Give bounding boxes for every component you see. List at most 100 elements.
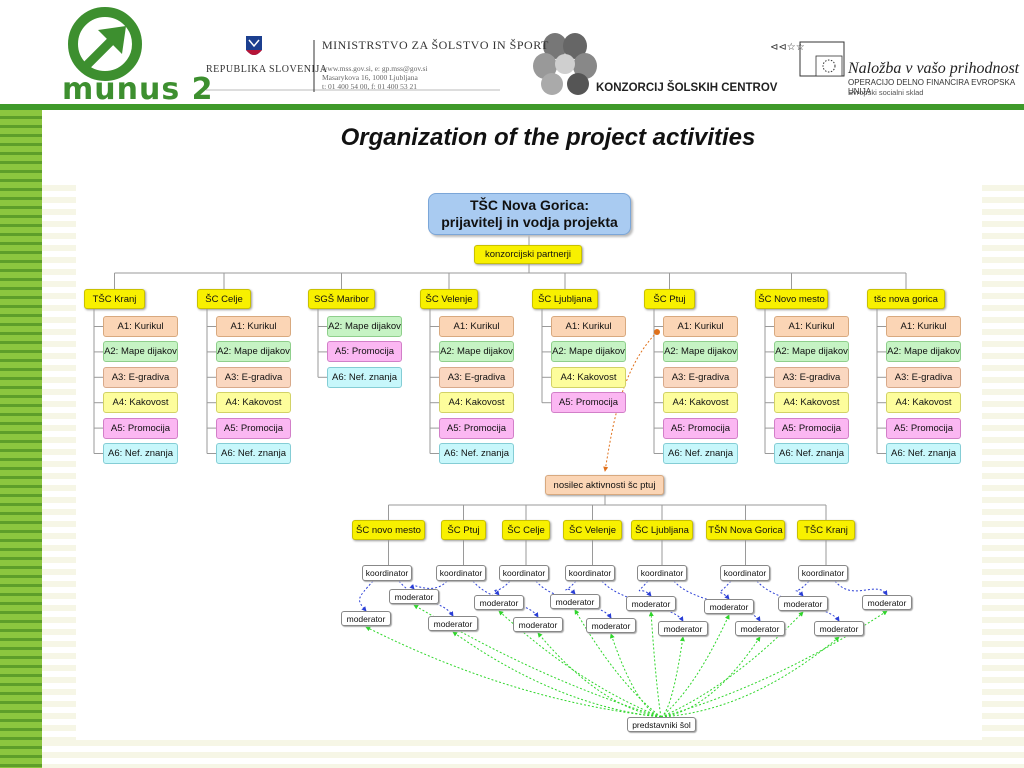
predstavniki-arrow — [365, 626, 662, 718]
activity-box: A1: Kurikul — [103, 316, 178, 337]
activity-box: A1: Kurikul — [551, 316, 626, 337]
moderator-arrow — [493, 580, 511, 596]
bottom-school-box: ŠC Ljubljana — [631, 520, 693, 540]
header-graphics: ⊲⊲☆☆ — [68, 7, 845, 95]
bottom-school-box: TŠC Kranj — [797, 520, 855, 540]
moderator-arrow — [638, 580, 652, 597]
activity-box: A1: Kurikul — [774, 316, 849, 337]
activity-box: A3: E-gradiva — [886, 366, 961, 388]
activity-box: A2: Mape dijakov — [663, 341, 738, 363]
moderator-box: moderator — [341, 611, 391, 626]
school-box: tšc nova gorica — [867, 289, 945, 309]
bottom-school-box: TŠN Nova Gorica — [706, 520, 785, 540]
school-box: ŠC Velenje — [420, 289, 478, 309]
koordinator-box: koordinator — [499, 565, 549, 581]
nosilec-box: nosilec aktivnosti šc ptuj — [545, 475, 664, 495]
activity-box: A3: E-gradiva — [216, 366, 291, 388]
moderator-arrow — [719, 580, 732, 600]
moderator-box: moderator — [550, 594, 600, 609]
moderator-arrow — [565, 580, 577, 595]
activity-box: A3: E-gradiva — [439, 366, 514, 388]
activity-box: A6: Nef. znanja — [327, 366, 402, 388]
munus-logo-icon — [68, 7, 142, 81]
activity-box: A2: Mape dijakov — [439, 341, 514, 363]
predstavniki-arrow — [413, 604, 662, 718]
moderator-box: moderator — [735, 621, 785, 636]
koordinator-box: koordinator — [362, 565, 412, 581]
activity-box: A3: E-gradiva — [103, 366, 178, 388]
predstavniki-arrow — [452, 631, 662, 718]
republika-label: REPUBLIKA SLOVENIJA — [206, 64, 328, 75]
ptuj-link-dot — [654, 329, 660, 335]
predstavniki-box: predstavniki šol — [627, 717, 696, 732]
school-box: ŠC Ptuj — [644, 289, 695, 309]
moderator-box: moderator — [862, 595, 912, 610]
school-box: ŠC Novo mesto — [755, 289, 828, 309]
activity-box: A2: Mape dijakov — [886, 341, 961, 363]
predstavniki-arrow — [660, 614, 730, 718]
activity-box: A5: Promocija — [886, 417, 961, 439]
activity-box: A6: Nef. znanja — [439, 443, 514, 464]
predstavniki-arrow — [660, 611, 804, 718]
moderator-arrow — [409, 580, 448, 590]
activity-box: A6: Nef. znanja — [663, 443, 738, 464]
activity-box: A4: Kakovost — [439, 392, 514, 414]
activity-box: A5: Promocija — [774, 417, 849, 439]
activity-box: A5: Promocija — [216, 417, 291, 439]
school-box: SGŠ Maribor — [308, 289, 375, 309]
header: ⊲⊲☆☆ munus 2 REPUBLIKA SLOVENIJA MINISTR… — [0, 0, 1024, 107]
top-lead-line2: prijavitelj in vodja projekta — [441, 214, 618, 230]
koordinator-box: koordinator — [565, 565, 615, 581]
activity-box: A5: Promocija — [327, 341, 402, 363]
moderator-box: moderator — [389, 589, 439, 604]
bottom-school-box: ŠC Velenje — [563, 520, 622, 540]
activity-box: A5: Promocija — [103, 417, 178, 439]
page-title: Organization of the project activities — [340, 124, 756, 151]
top-lead-box: TŠC Nova Gorica: prijavitelj in vodja pr… — [428, 193, 631, 235]
moderator-arrow — [673, 580, 761, 622]
predstavniki-arrow — [660, 636, 840, 718]
activity-box: A6: Nef. znanja — [774, 443, 849, 464]
bottom-school-box: ŠC Ptuj — [441, 520, 486, 540]
activity-box: A6: Nef. znanja — [103, 443, 178, 464]
activity-box: A5: Promocija — [551, 392, 626, 414]
konzorcij-flower-icon — [533, 33, 597, 95]
activity-box: A4: Kakovost — [886, 392, 961, 414]
predstavniki-arrow — [660, 636, 761, 718]
activity-box: A2: Mape dijakov — [551, 341, 626, 363]
moderator-arrow — [795, 580, 810, 597]
moderator-box: moderator — [513, 617, 563, 632]
activity-box: A3: E-gradiva — [663, 366, 738, 388]
operacijo-label: OPERACIJO DELNO FINANCIRA EVROPSKA UNIJA — [848, 78, 1015, 96]
activity-box: A3: E-gradiva — [774, 366, 849, 388]
activity-box: A2: Mape dijakov — [327, 316, 402, 337]
esf-label: Evropski socialni sklad — [848, 88, 924, 97]
moderator-box: moderator — [586, 618, 636, 633]
moderator-box: moderator — [704, 599, 754, 614]
coat-of-arms-icon — [246, 36, 262, 55]
munus-logo-text: munus 2 — [62, 72, 214, 107]
address-line-2: Masarykova 16, 1000 Ljubljana — [322, 73, 418, 82]
activity-box: A2: Mape dijakov — [103, 341, 178, 363]
activity-box: A5: Promocija — [663, 417, 738, 439]
moderator-box: moderator — [814, 621, 864, 636]
moderator-box: moderator — [474, 595, 524, 610]
koordinator-box: koordinator — [720, 565, 770, 581]
school-box: TŠC Kranj — [84, 289, 145, 309]
moderator-box: moderator — [626, 596, 676, 611]
side-stripes — [0, 110, 42, 768]
school-box: ŠC Celje — [197, 289, 251, 309]
moderator-arrow — [834, 580, 888, 596]
activity-box: A5: Promocija — [439, 417, 514, 439]
activity-box: A1: Kurikul — [663, 316, 738, 337]
svg-text:⊲⊲☆☆: ⊲⊲☆☆ — [770, 42, 805, 53]
slide-top-area — [42, 110, 1024, 185]
nalozba-label: Naložba v vašo prihodnost — [848, 60, 1020, 77]
address-line-3: t: 01 400 54 00, f: 01 400 53 21 — [322, 82, 417, 91]
bottom-school-box: ŠC Celje — [502, 520, 550, 540]
moderator-arrow — [359, 580, 374, 612]
activity-box: A1: Kurikul — [216, 316, 291, 337]
eu-flag-icon: ⊲⊲☆☆ — [770, 41, 845, 77]
koordinator-box: koordinator — [436, 565, 486, 581]
predstavniki-arrow — [609, 633, 662, 718]
